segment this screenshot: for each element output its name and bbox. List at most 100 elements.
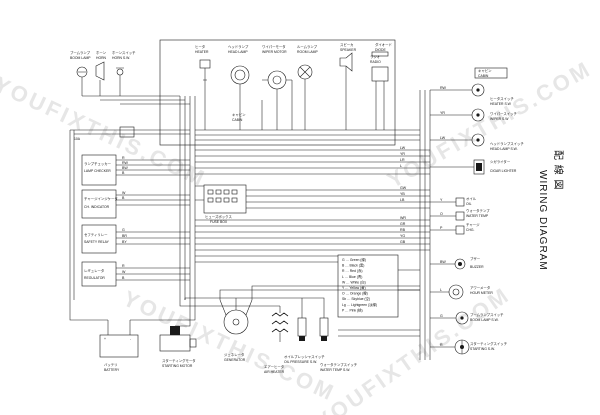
ch-indicator-box [81,189,117,219]
wire-code: W [122,191,126,195]
cabin-label-right-en: CABIN [478,74,489,78]
wire-code: R [122,156,125,160]
cabin-label-right-box [474,67,508,79]
hour-meter-en: HOUR METER [470,291,493,295]
wire-code: BR [122,234,127,238]
wire-code: G [122,228,125,232]
ch-indicator-jp: チャージインジケータ [84,196,118,201]
horn-switch-jp: ホーンスイッチ [112,50,136,55]
boom-lamp-jp: ブームランプ [70,50,91,55]
oil-pressure-switch-jp: オイルプレッシャスイッチ [284,354,325,359]
wire-code: YB [400,192,405,196]
legend-row: O … Orange (橙) [342,291,368,296]
wiper-motor-en: WIPER MOTOR [262,50,287,54]
safety-relay-en: SAFETY RELAY [84,240,110,244]
hour-meter-icon [448,284,464,300]
wire-code: BW [440,260,446,264]
legend-rows: G … Green (緑)B … Black (黒)R … Red (赤)L …… [342,257,377,312]
heater-switch-en: HEATER S.W [490,102,512,106]
oil-pressure-switch-icon [297,302,307,341]
water-temp-en: WATER TEMP [466,214,489,218]
safety-relay-box [81,224,117,254]
legend-row: P … Pink (桃) [342,307,363,312]
head-lamp-switch-jp: ヘッドランプスイッチ [490,141,524,146]
wire-code: R [440,343,443,347]
cigar-lighter-en: CIGAR LIGHTER [490,169,517,173]
legend-row: B … Black (黒) [342,264,364,268]
starting-switch-en: STARTING S.W. [470,347,495,351]
wire-code-labels: R RW BW B W B G BR BY R W B LW YR LR L G… [122,86,447,347]
buzzer-jp: ブザー [470,256,481,261]
speaker-icon [339,52,353,88]
wiper-motor-jp: ワイパーモータ [262,44,286,49]
fuse-box-en: FUSE BOX [210,220,228,224]
small-label-10a: 10A [74,137,81,141]
room-lamp-jp: ルームランプ [297,44,318,49]
ch-indicator-en: CH. INDICATOR [84,205,110,209]
horn-icon [95,61,105,96]
water-temp-switch-jp: ウォータテンプスイッチ [320,362,358,367]
wire-code: LW [440,136,446,140]
generator-jp: ジェネレータ [224,352,244,357]
heater-icon [199,59,211,92]
cigar-lighter-icon [473,159,485,175]
wire-code: R [122,264,125,268]
oil-pressure-switch-en: OIL PRESSURE S.W. [284,360,317,364]
boom-lamp-switch-jp: ブームランプスイッチ [470,312,504,317]
cigar-lighter-jp: シガライター [490,159,511,164]
horn-jp: ホーン [96,50,107,55]
radio-jp: ラジオ [370,54,381,59]
oil-lamp-icon [455,197,465,207]
legend-row: Sb … Skyblue (空) [342,296,370,301]
wire-code: RW [122,161,129,165]
head-lamp-en: HEAD LAMP [228,50,248,54]
wiper-motor-icon [262,70,292,102]
safety-relay-jp: セフティリレー [84,232,108,237]
starting-motor-jp: スターティングモータ [162,358,196,363]
title-jp: 配 線 図 [552,150,565,191]
air-heater-icon [271,306,289,342]
wire-code: RW [440,86,447,90]
watermark-text-4: YOUFIXTHIS.COM [119,286,339,406]
regulator-box [81,261,117,287]
battery-en: BATTERY [104,368,120,372]
battery-jp: バッテリ [104,362,118,367]
wire-code: LR [400,158,405,162]
wire-code: GR [400,222,406,226]
svg-text:+: + [104,337,106,341]
legend-row: W … White (白) [342,279,366,284]
diode-jp: ダイオード [375,42,392,47]
wire-code: B [122,196,125,200]
fuse-box-jp: ヒューズボックス [205,214,232,219]
lamp-checker-en: LAMP CHECKER [84,169,111,173]
heater-switch-jp: ヒータスイッチ [490,96,514,101]
boom-lamp-en: BOOM LAMP [70,56,91,60]
cabin-enclosure [159,39,396,146]
room-lamp-en: ROOM LAMP [297,50,318,54]
buzzer-icon [454,258,466,270]
oil-en: OIL [466,202,472,206]
battery-icon: + - [99,320,139,358]
wiper-switch-en: WIPER S.W [490,117,509,121]
speaker-en: SPEAKER [340,48,357,52]
water-temp-lamp-icon [455,211,465,221]
charge-jp: チャージ [466,222,480,227]
air-heater-jp: エアーヒータ [264,364,284,369]
hour-meter-jp: アワーメータ [470,285,490,290]
wire-code: B [122,276,125,280]
title-en: WIRING DIAGRAM [537,170,548,271]
head-lamp-jp: ヘッドランプ [228,44,249,49]
heater-switch-icon [471,83,485,97]
buzzer-en: BUZZER [470,265,484,269]
diagram-title: 配 線 図 WIRING DIAGRAM [537,150,565,271]
wire-code: W [122,270,126,274]
water-temp-switch-en: WATER TEMP S.W. [320,368,350,372]
wire-code: YR [400,152,405,156]
legend-row: L … Blue (青) [342,274,362,279]
wiring-harness [69,80,474,360]
oil-jp: オイル [466,196,477,201]
wiper-switch-jp: ワイパースイッチ [490,111,517,116]
legend-row: Lg … Lightgreen (淡緑) [342,302,377,307]
horn-en: HORN [96,56,107,60]
